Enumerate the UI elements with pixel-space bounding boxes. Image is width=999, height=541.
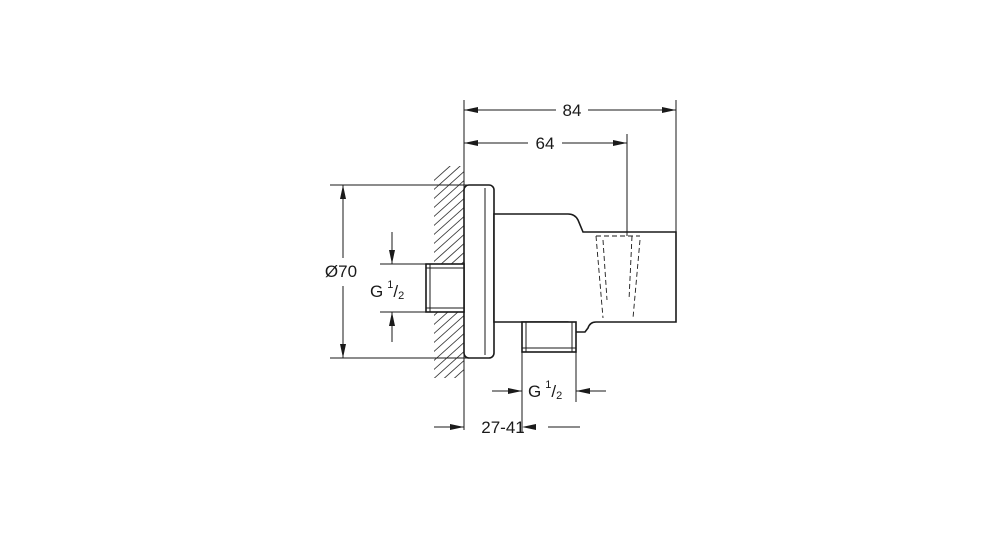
dimension-84: 84 (464, 100, 677, 232)
hatch-line (434, 197, 464, 227)
holder-body (493, 213, 677, 333)
hatch-line (463, 377, 464, 378)
hatch-line (434, 188, 464, 218)
hatch-line (434, 314, 464, 344)
dimension-64-label: 64 (536, 134, 555, 153)
outlet-thread-connector (521, 321, 577, 353)
hatch-line (434, 341, 464, 371)
hatch-line (453, 368, 464, 378)
wall-flange (463, 184, 495, 359)
hatch-line (434, 233, 464, 263)
hatch-line (434, 166, 451, 182)
dimension-diameter: Ø70 (325, 184, 476, 359)
hatch-line (430, 411, 468, 445)
dimension-84-label: 84 (563, 101, 582, 120)
dimension-wall-range: 27-41 (434, 402, 580, 437)
hatch-line (434, 179, 464, 209)
hatch-line (434, 206, 464, 236)
hatch-line (430, 393, 468, 427)
hatch-line (434, 332, 464, 362)
hatch-line (434, 215, 464, 245)
dimension-wall-range-label: 27-41 (481, 418, 524, 437)
hatch-line (430, 402, 468, 436)
hatch-line (434, 350, 464, 378)
hatch-line (434, 166, 461, 191)
hatch-line (430, 384, 468, 418)
hatch-line (434, 224, 464, 254)
hatch-line (443, 359, 464, 378)
hatch-line (434, 323, 464, 353)
shower-cone-outline (595, 235, 641, 319)
dimension-diameter-label: Ø70 (325, 262, 357, 281)
dimension-64: 64 (464, 134, 628, 236)
wall-thread-connector (425, 263, 465, 313)
